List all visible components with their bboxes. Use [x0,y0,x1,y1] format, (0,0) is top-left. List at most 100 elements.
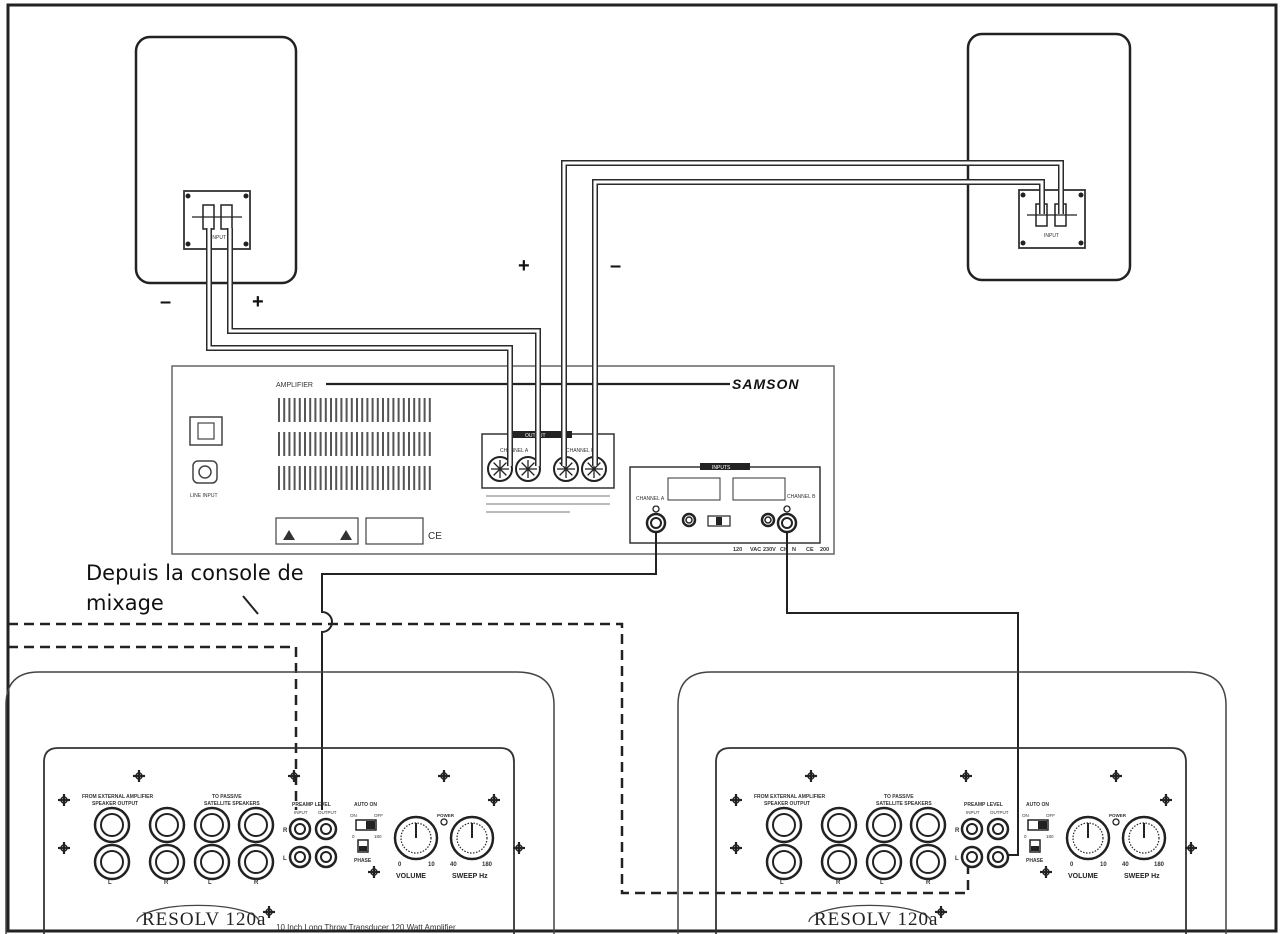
subwoofer-preamp-l: L [955,856,959,862]
screw [732,844,740,852]
subwoofer-to-passive-label: TO PASSIVE [884,794,914,800]
subwoofer-preamp-r: R [283,828,288,834]
amplifier-channel-a: CHANNEL A [500,448,529,454]
screw [1112,772,1120,780]
signal-cables [242,532,1019,856]
subwoofer-footer-text: 10 Inch Long Throw Transducer 120 Watt A… [276,923,456,932]
subwoofer-to-passive-label: TO PASSIVE [212,794,242,800]
amplifier-input-channel-a: CHANNEL A [636,496,665,502]
speaker-left-terminal [183,190,251,250]
subwoofer-sweep-label: SWEEP Hz [452,873,488,880]
screw [490,796,498,804]
screw [1042,868,1050,876]
screw [370,868,378,876]
subwoofer-input-label: INPUT [294,810,308,815]
amplifier-brand: SAMSON [732,376,799,392]
amplifier-voltage-mark: CE [806,547,814,553]
amplifier-voltage-mark: N [792,547,796,553]
subwoofer-preamp-label: PREAMP LEVEL [964,802,1003,808]
amplifier-channel-b: CHANNEL B [566,448,595,454]
subwoofer-label-l: L [108,880,112,886]
screw [60,844,68,852]
subwoofer-output-label: OUTPUT [990,810,1009,815]
subwoofer-off-label: OFF [374,813,383,818]
subwoofer-volume-max: 10 [428,862,435,868]
subwoofer-off-label: OFF [1046,813,1055,818]
polarity-plus: + [518,255,530,277]
amplifier-voltage-mark: 200 [820,547,829,553]
screw [265,908,273,916]
amplifier-voltage-mark: 120 [733,547,742,553]
amplifier-inputs-label: INPUTS [712,465,731,471]
screw [937,908,945,916]
caption-line-2: mixage [86,591,164,615]
subwoofer-power-led [1112,818,1120,826]
subwoofer-on-label: ON [350,813,357,818]
screw [962,772,970,780]
subwoofer-from-amp-label: FROM EXTERNAL AMPLIFIER [754,794,826,800]
subwoofer-preamp-l: L [283,856,287,862]
speaker-right: INPUT [966,32,1132,282]
subwoofer-label-l: L [780,880,784,886]
subwoofer-label-l: L [880,880,884,886]
subwoofer-output-label: OUTPUT [318,810,337,815]
subwoofer-power-label: POWER [1109,813,1127,818]
subwoofer-model-logo: RESOLV 120a [142,909,267,930]
subwoofer-sweep-max: 180 [1154,862,1165,868]
subwoofer-power-led [440,818,448,826]
screw [1162,796,1170,804]
subwoofer-panel [43,747,515,934]
subwoofer-phase-180: 180 [1046,834,1054,839]
screw [135,772,143,780]
subwoofer-phase-label: PHASE [1026,858,1044,864]
subwoofer-volume-min: 0 [398,862,402,868]
screw [807,772,815,780]
amplifier-voltage-mark: 230V [763,547,776,553]
subwoofer-sweep-label: SWEEP Hz [1124,873,1160,880]
amplifier-voltage-mark: CH [780,547,788,553]
subwoofer-speaker-output-label: SPEAKER OUTPUT [92,801,138,807]
subwoofer-sweep-max: 180 [482,862,493,868]
subwoofer-auto-on-label: AUTO ON [1026,802,1049,808]
amplifier: AMPLIFIER SAMSON LINE INPUT CE OUTPUT CH… [171,365,835,555]
caption-line-1: Depuis la console de [86,561,304,585]
subwoofer-preamp-r: R [955,828,960,834]
subwoofer-label-l: L [208,880,212,886]
subwoofer-from-amp-label: FROM EXTERNAL AMPLIFIER [82,794,154,800]
diagram-frame [6,3,1278,933]
subwoofer-model-logo: RESOLV 120a [814,909,939,930]
console-dashed-lines [8,622,970,895]
subwoofer-volume-min: 0 [1070,862,1074,868]
subwoofer-volume-label: VOLUME [1068,873,1098,880]
screw [290,772,298,780]
amplifier-line-input: LINE INPUT [190,493,218,499]
subwoofer-sweep-min: 40 [1122,862,1129,868]
speaker-right-terminal [1018,189,1086,249]
subwoofer-phase-0: 0 [352,834,355,839]
speaker-left-plus: + [252,291,264,313]
screw [732,796,740,804]
amplifier-section-label: AMPLIFIER [276,382,313,389]
amplifier-ce-mark: CE [428,531,442,542]
screw [60,796,68,804]
speaker-left: INPUT – + [134,35,298,313]
subwoofer-input-label: INPUT [966,810,980,815]
subwoofer-speaker-output-label: SPEAKER OUTPUT [764,801,810,807]
screw [1187,844,1195,852]
subwoofer-phase-label: PHASE [354,858,372,864]
subwoofer-preamp-label: PREAMP LEVEL [292,802,331,808]
subwoofer-label-r: R [926,880,931,886]
subwoofer-volume-label: VOLUME [396,873,426,880]
subwoofer-phase-180: 180 [374,834,382,839]
subwoofer-on-label: ON [1022,813,1029,818]
subwoofer-label-r: R [254,880,259,886]
subwoofer-auto-on-label: AUTO ON [354,802,377,808]
speaker-right-input-label: INPUT [1044,233,1059,239]
speaker-wires [206,160,1064,466]
polarity-minus: – [610,255,621,277]
subwoofer-satellite-label: SATELLITE SPEAKERS [876,801,932,807]
amplifier-voltage-mark: VAC [750,547,761,553]
